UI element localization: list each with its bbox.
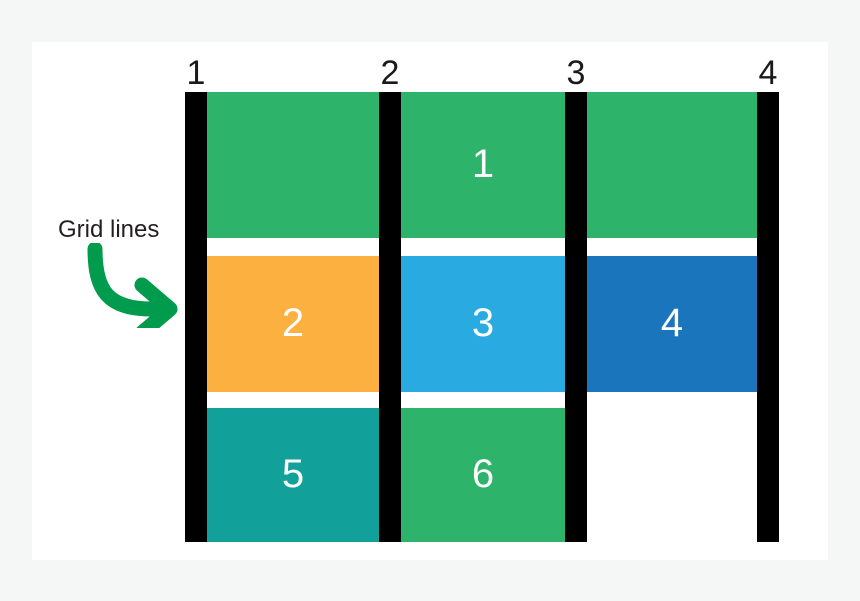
grid-line-number-2: 2 bbox=[380, 54, 400, 92]
grid-item-label: 6 bbox=[471, 452, 495, 496]
grid-line-1 bbox=[185, 92, 207, 542]
curved-arrow-icon bbox=[87, 243, 178, 328]
grid-item: 6 bbox=[401, 408, 565, 542]
grid-line-number-1: 1 bbox=[186, 54, 206, 92]
grid-item-label: 4 bbox=[660, 301, 684, 345]
grid-item-label: 3 bbox=[471, 301, 495, 345]
grid-item: 1 bbox=[401, 92, 565, 238]
grid-item: 5 bbox=[207, 408, 379, 542]
grid-lines-annotation-label: Grid lines bbox=[58, 216, 160, 243]
grid-line-3 bbox=[565, 92, 587, 542]
grid-item-label: 1 bbox=[471, 142, 495, 186]
grid-item: 4 bbox=[587, 256, 757, 392]
grid-line-4 bbox=[757, 92, 779, 542]
grid-item: 2 bbox=[207, 256, 379, 392]
grid-item bbox=[587, 92, 757, 238]
grid-line-number-3: 3 bbox=[566, 54, 586, 92]
grid-item: 3 bbox=[401, 256, 565, 392]
grid-item-label: 2 bbox=[281, 301, 305, 345]
grid-line-2 bbox=[379, 92, 401, 542]
grid-item-label: 5 bbox=[281, 452, 305, 496]
grid-item bbox=[207, 92, 379, 238]
grid-line-number-4: 4 bbox=[758, 54, 778, 92]
